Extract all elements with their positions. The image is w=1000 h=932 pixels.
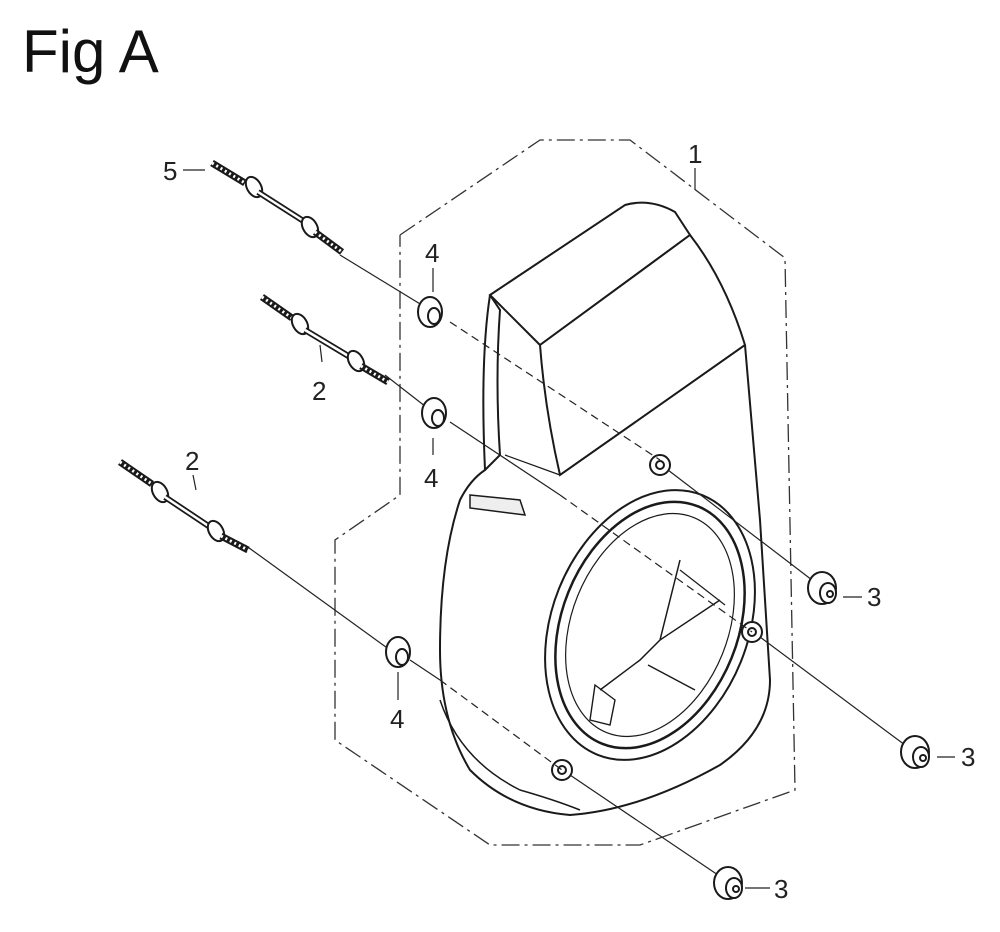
flange-nut-3 xyxy=(713,571,930,900)
callout-2-upper: 2 xyxy=(312,376,326,406)
collar-4 xyxy=(385,296,447,668)
stud-bolt-2-lower xyxy=(118,459,250,554)
stud-bolt-2-upper xyxy=(259,294,390,386)
callout-3-upper: 3 xyxy=(867,582,881,612)
callout-4-bottom: 4 xyxy=(390,704,404,734)
callout-3-middle: 3 xyxy=(961,742,975,772)
callout-labels: 1 5 4 2 4 2 4 3 3 3 xyxy=(163,139,975,904)
callout-4-top: 4 xyxy=(425,238,439,268)
callout-1: 1 xyxy=(688,139,702,169)
stud-bolt-5 xyxy=(210,160,345,255)
callout-4-middle: 4 xyxy=(424,463,438,493)
leader-lines xyxy=(183,168,955,889)
callout-5: 5 xyxy=(163,156,177,186)
callout-3-lower: 3 xyxy=(774,874,788,904)
figure-title: Fig A xyxy=(22,18,159,85)
fan-opening xyxy=(544,489,756,761)
assembly-boundary xyxy=(334,139,796,846)
callout-2-lower: 2 xyxy=(185,446,199,476)
